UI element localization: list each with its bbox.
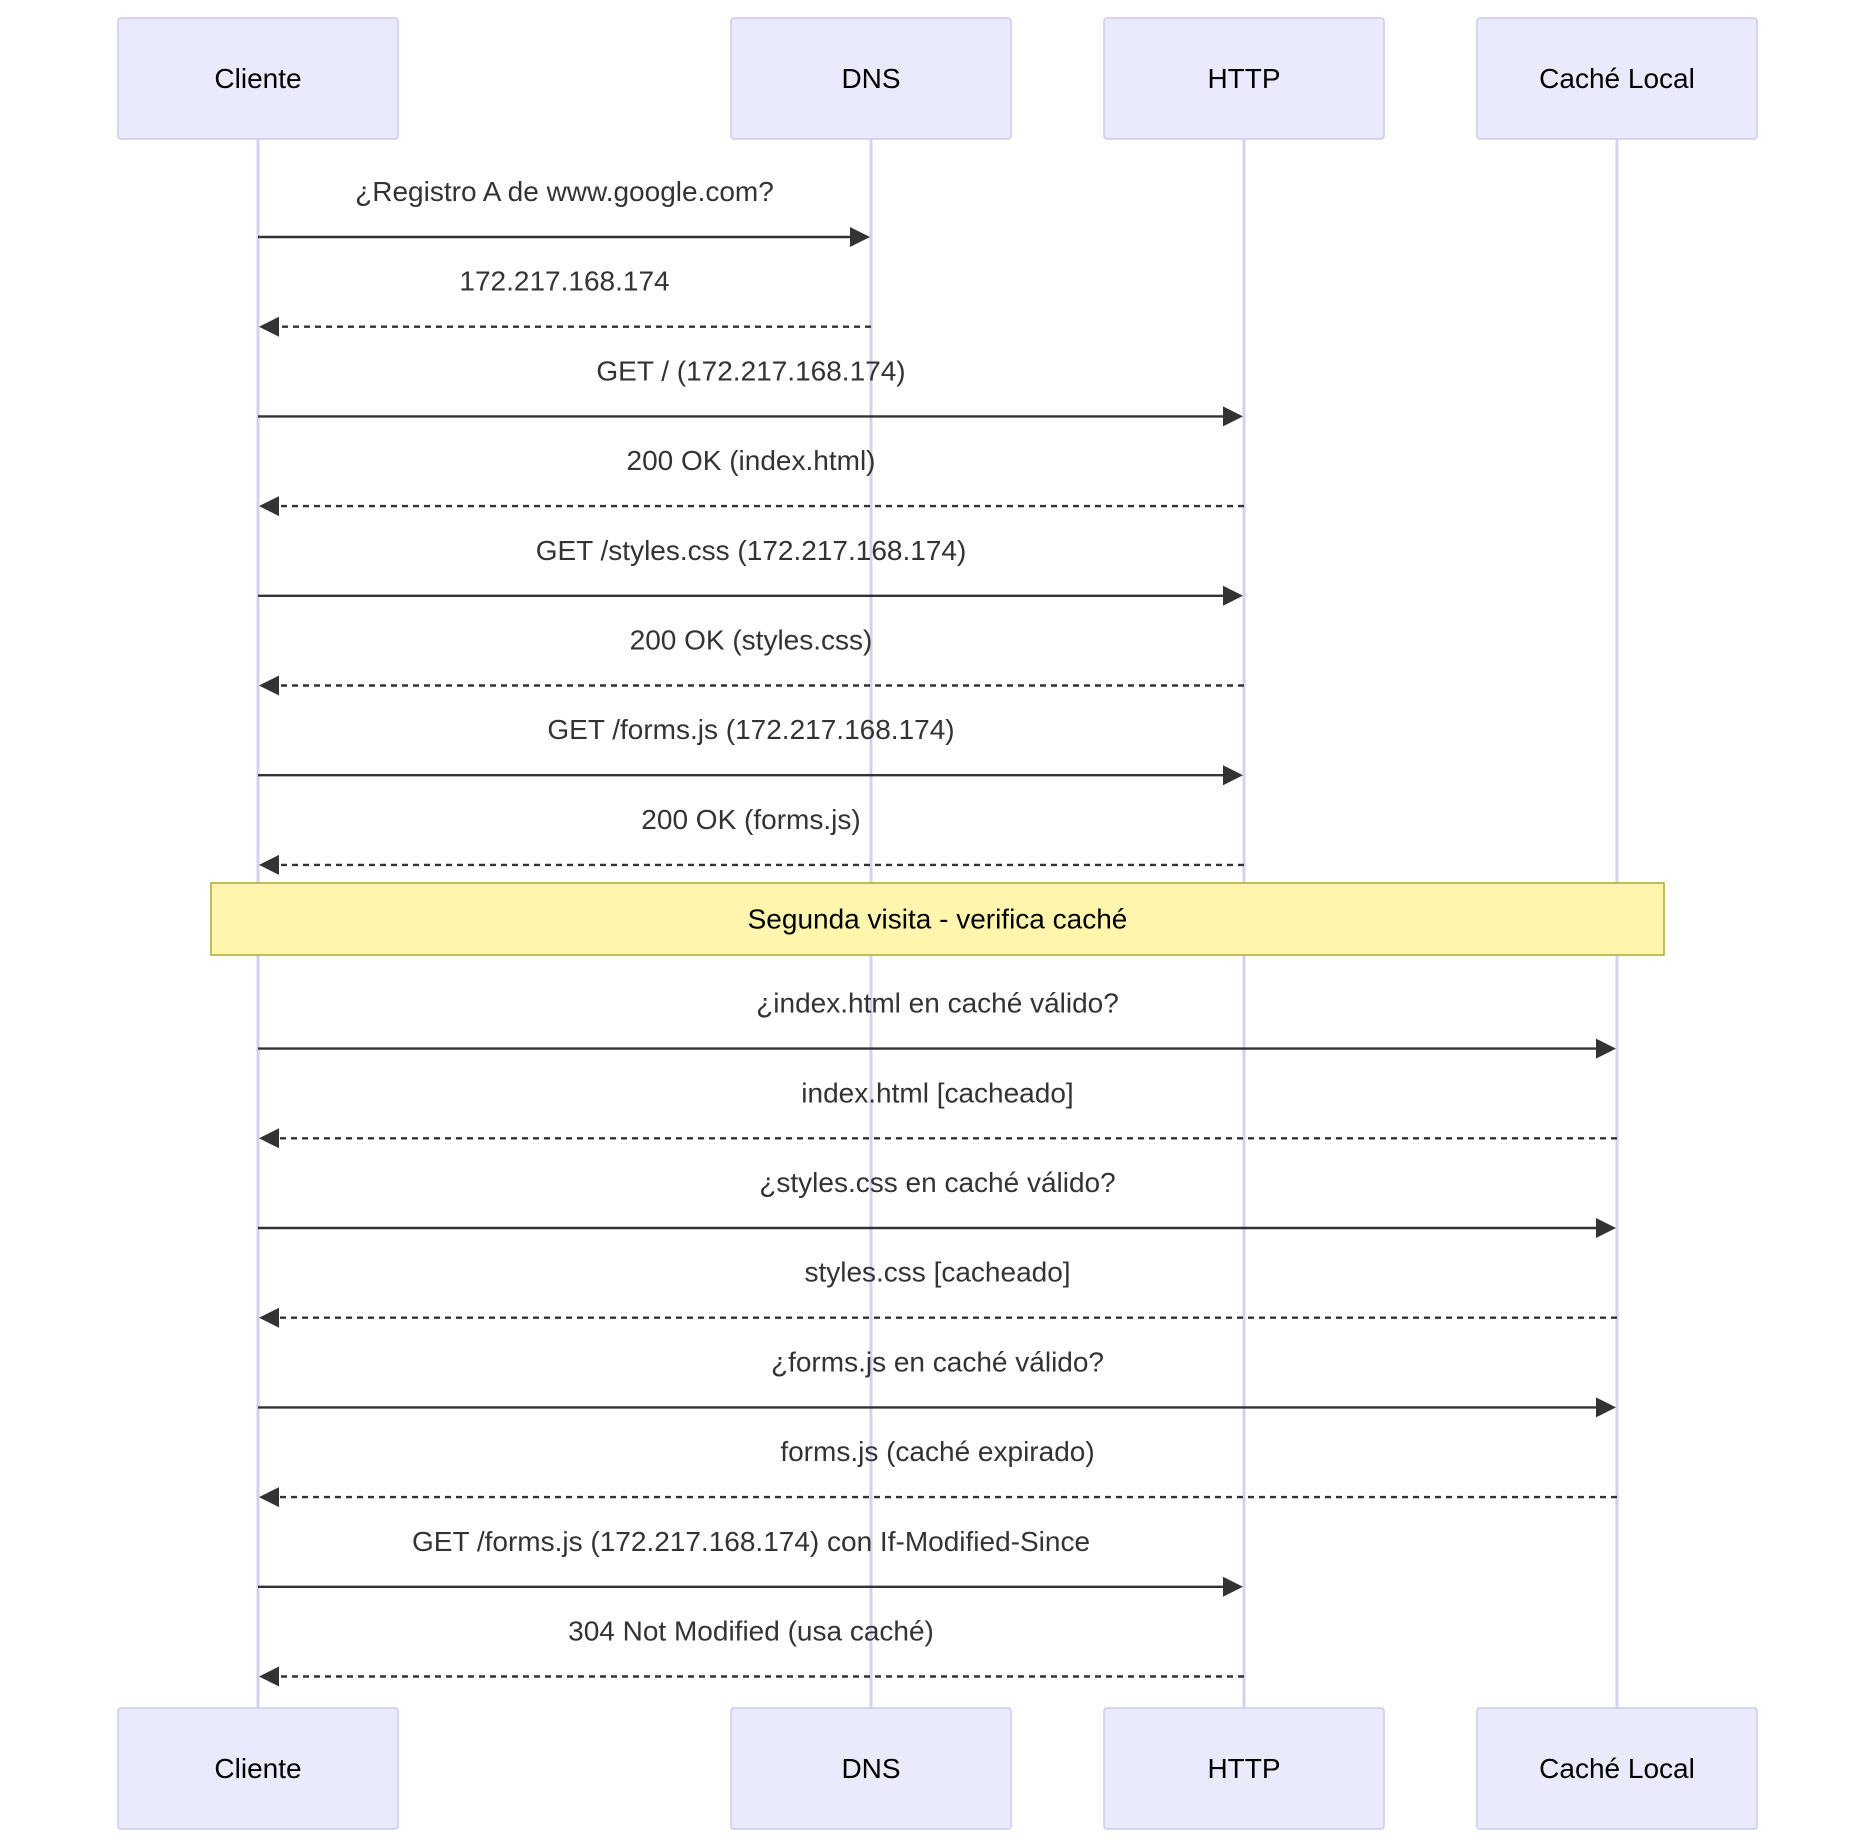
reply-message-3: 200 OK (index.html) bbox=[259, 445, 1244, 517]
message-label: 200 OK (styles.css) bbox=[630, 625, 873, 656]
arrowhead bbox=[259, 854, 279, 875]
actor-dns-bottom: DNS bbox=[730, 1707, 1012, 1830]
reply-message-12: styles.css [cacheado] bbox=[259, 1257, 1617, 1328]
actor-cache-bottom: Caché Local bbox=[1476, 1707, 1758, 1830]
note-box bbox=[210, 882, 1665, 956]
message-label: GET /styles.css (172.217.168.174) bbox=[536, 535, 967, 566]
reply-message-5: 200 OK (styles.css) bbox=[259, 625, 1244, 696]
arrowhead bbox=[1223, 765, 1243, 786]
note: Segunda visita - verifica caché bbox=[210, 882, 1665, 956]
actor-label: Cliente bbox=[214, 1753, 301, 1784]
actor-label: HTTP bbox=[1207, 63, 1280, 94]
actor-box bbox=[730, 1707, 1012, 1830]
arrowhead bbox=[1596, 1218, 1616, 1238]
message-label: 200 OK (index.html) bbox=[627, 445, 876, 476]
request-message-15: GET /forms.js (172.217.168.174) con If-M… bbox=[258, 1526, 1243, 1597]
actor-label: Cliente bbox=[214, 63, 301, 94]
arrowhead bbox=[259, 675, 279, 696]
actor-label: Caché Local bbox=[1539, 63, 1695, 94]
arrowhead bbox=[259, 1128, 279, 1149]
message-label: ¿forms.js en caché válido? bbox=[771, 1346, 1104, 1377]
actor-box bbox=[1476, 17, 1758, 140]
arrowhead bbox=[259, 316, 279, 337]
actor-label: DNS bbox=[841, 63, 900, 94]
actor-cliente-top: Cliente bbox=[117, 17, 399, 140]
message-label: ¿Registro A de www.google.com? bbox=[355, 176, 774, 207]
actors-bottom: Cliente DNS HTTP Caché Local bbox=[117, 1707, 1758, 1830]
arrowhead bbox=[1596, 1397, 1616, 1418]
arrowhead bbox=[259, 1666, 279, 1687]
request-message-2: GET / (172.217.168.174) bbox=[258, 355, 1243, 427]
request-message-9: ¿index.html en caché válido? bbox=[258, 988, 1616, 1059]
message-label: 200 OK (forms.js) bbox=[641, 804, 860, 835]
request-message-0: ¿Registro A de www.google.com? bbox=[258, 176, 870, 247]
arrowhead bbox=[1223, 585, 1243, 606]
request-message-11: ¿styles.css en caché válido? bbox=[258, 1167, 1616, 1238]
message-label: forms.js (caché expirado) bbox=[780, 1436, 1094, 1467]
actor-box bbox=[1103, 17, 1385, 140]
actor-box bbox=[1103, 1707, 1385, 1830]
request-message-4: GET /styles.css (172.217.168.174) bbox=[258, 535, 1243, 606]
arrowhead bbox=[1223, 1576, 1243, 1597]
reply-message-10: index.html [cacheado] bbox=[259, 1077, 1617, 1149]
actor-box bbox=[117, 1707, 399, 1830]
message-label: GET / (172.217.168.174) bbox=[596, 355, 905, 386]
actor-box bbox=[730, 17, 1012, 140]
arrowhead bbox=[1596, 1038, 1616, 1059]
arrowhead bbox=[850, 227, 870, 247]
note-label: Segunda visita - verifica caché bbox=[748, 904, 1128, 935]
message-label: GET /forms.js (172.217.168.174) bbox=[547, 714, 954, 745]
actor-label: Caché Local bbox=[1539, 1753, 1695, 1784]
message-label: index.html [cacheado] bbox=[801, 1077, 1073, 1108]
actor-http-bottom: HTTP bbox=[1103, 1707, 1385, 1830]
arrowhead bbox=[259, 1487, 279, 1508]
actor-dns-top: DNS bbox=[730, 17, 1012, 140]
actor-label: HTTP bbox=[1207, 1753, 1280, 1784]
request-message-13: ¿forms.js en caché válido? bbox=[258, 1346, 1616, 1418]
reply-message-14: forms.js (caché expirado) bbox=[259, 1436, 1617, 1508]
reply-message-7: 200 OK (forms.js) bbox=[259, 804, 1244, 875]
actor-cliente-bottom: Cliente bbox=[117, 1707, 399, 1830]
actor-box bbox=[1476, 1707, 1758, 1830]
message-label: styles.css [cacheado] bbox=[804, 1257, 1070, 1288]
reply-message-16: 304 Not Modified (usa caché) bbox=[259, 1616, 1244, 1687]
actor-box bbox=[117, 17, 399, 140]
message-label: GET /forms.js (172.217.168.174) con If-M… bbox=[412, 1526, 1090, 1557]
actor-http-top: HTTP bbox=[1103, 17, 1385, 140]
events: ¿Registro A de www.google.com? 172.217.16… bbox=[210, 176, 1665, 1687]
arrowhead bbox=[1223, 406, 1243, 427]
message-label: 172.217.168.174 bbox=[459, 266, 669, 297]
actor-label: DNS bbox=[841, 1753, 900, 1784]
arrowhead bbox=[259, 1307, 279, 1328]
request-message-6: GET /forms.js (172.217.168.174) bbox=[258, 714, 1243, 786]
message-label: ¿styles.css en caché válido? bbox=[759, 1167, 1115, 1198]
actor-cache-top: Caché Local bbox=[1476, 17, 1758, 140]
message-label: 304 Not Modified (usa caché) bbox=[568, 1616, 934, 1647]
reply-message-1: 172.217.168.174 bbox=[259, 266, 871, 337]
arrowhead bbox=[259, 496, 279, 517]
message-label: ¿index.html en caché válido? bbox=[756, 988, 1119, 1019]
actors-top: Cliente DNS HTTP Caché Local bbox=[117, 17, 1758, 140]
